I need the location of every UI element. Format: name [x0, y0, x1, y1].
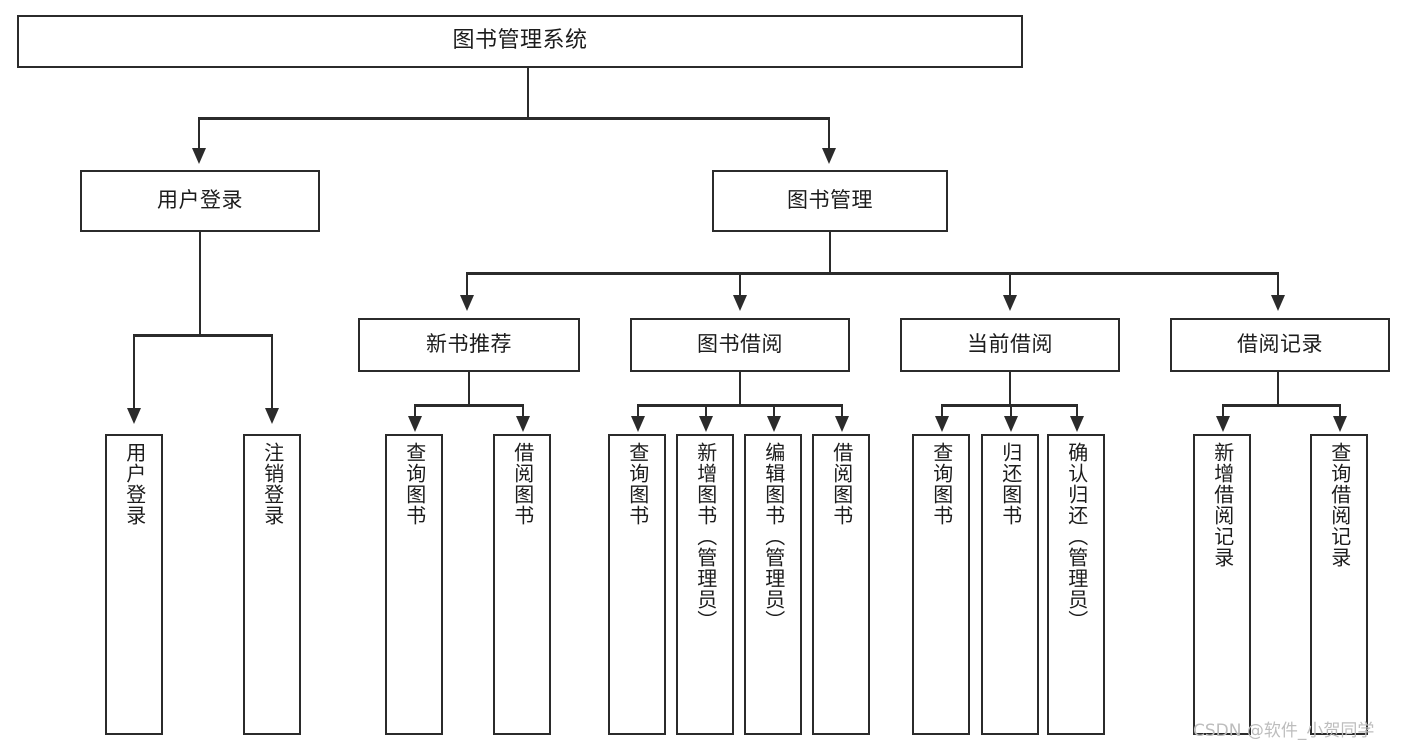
arrow-user-login-to-leaf-1: [127, 408, 141, 424]
arrow-user-login-to-leaf-2: [265, 408, 279, 424]
edge-book-mgmt-to-child-1: [466, 272, 468, 296]
node-book-borrow[interactable]: 图书借阅: [630, 318, 850, 372]
leaf-new-book-borrow-book[interactable]: 借阅图书: [493, 434, 551, 735]
edge-new-book-stem: [468, 372, 470, 406]
node-current-borrow[interactable]: 当前借阅: [900, 318, 1120, 372]
leaf-book-borrow-edit-book-admin[interactable]: 编辑图书（管理员）: [744, 434, 802, 735]
edge-user-login-to-leaf-1: [133, 334, 135, 409]
edge-root-to-book-mgmt: [828, 117, 830, 149]
edge-new-book-to-leaf-2: [522, 404, 524, 417]
arrow-book-mgmt-to-child-1: [460, 295, 474, 311]
arrow-new-book-to-leaf-1: [408, 416, 422, 432]
leaf-current-borrow-return-book[interactable]: 归还图书: [981, 434, 1039, 735]
leaf-logout[interactable]: 注销登录: [243, 434, 301, 735]
arrow-book-borrow-to-leaf-2: [699, 416, 713, 432]
edge-book-mgmt-to-child-3: [1009, 272, 1011, 296]
edge-book-mgmt-to-child-4: [1277, 272, 1279, 296]
arrow-current-borrow-to-leaf-2: [1004, 416, 1018, 432]
node-user-login[interactable]: 用户登录: [80, 170, 320, 232]
edge-book-borrow-to-leaf-4: [841, 404, 843, 417]
arrow-root-to-book-mgmt: [822, 148, 836, 164]
edge-user-login-to-leaf-2: [271, 334, 273, 409]
edge-book-borrow-to-leaf-2: [705, 404, 707, 417]
edge-borrow-record-to-leaf-1: [1222, 404, 1224, 417]
edge-book-mgmt-to-child-2: [739, 272, 741, 296]
node-root-system[interactable]: 图书管理系统: [17, 15, 1023, 68]
leaf-new-book-query-book[interactable]: 查询图书: [385, 434, 443, 735]
leaf-borrow-record-query-record[interactable]: 查询借阅记录: [1310, 434, 1368, 735]
edge-book-borrow-to-leaf-1: [637, 404, 639, 417]
arrow-borrow-record-to-leaf-1: [1216, 416, 1230, 432]
edge-current-borrow-bar: [941, 404, 1078, 407]
edge-book-borrow-to-leaf-3: [773, 404, 775, 417]
arrow-book-borrow-to-leaf-3: [767, 416, 781, 432]
leaf-user-login[interactable]: 用户登录: [105, 434, 163, 735]
leaf-book-borrow-borrow-book[interactable]: 借阅图书: [812, 434, 870, 735]
edge-book-borrow-bar: [637, 404, 843, 407]
arrow-new-book-to-leaf-2: [516, 416, 530, 432]
arrow-book-borrow-to-leaf-1: [631, 416, 645, 432]
edge-current-borrow-to-leaf-2: [1010, 404, 1012, 417]
leaf-book-borrow-query-book[interactable]: 查询图书: [608, 434, 666, 735]
edge-borrow-record-to-leaf-2: [1339, 404, 1341, 417]
edge-root-stem: [527, 68, 529, 118]
leaf-current-borrow-query-book[interactable]: 查询图书: [912, 434, 970, 735]
edge-current-borrow-stem: [1009, 372, 1011, 406]
edge-book-borrow-stem: [739, 372, 741, 406]
leaf-current-borrow-confirm-return-admin[interactable]: 确认归还（管理员）: [1047, 434, 1105, 735]
arrow-current-borrow-to-leaf-1: [935, 416, 949, 432]
leaf-borrow-record-add-record[interactable]: 新增借阅记录: [1193, 434, 1251, 735]
edge-current-borrow-to-leaf-3: [1076, 404, 1078, 417]
edge-user-login-stem: [199, 232, 201, 336]
arrow-borrow-record-to-leaf-2: [1333, 416, 1347, 432]
node-new-book-recommend[interactable]: 新书推荐: [358, 318, 580, 372]
arrow-book-mgmt-to-child-3: [1003, 295, 1017, 311]
leaf-book-borrow-add-book-admin[interactable]: 新增图书（管理员）: [676, 434, 734, 735]
edge-borrow-record-stem: [1277, 372, 1279, 406]
arrow-current-borrow-to-leaf-3: [1070, 416, 1084, 432]
edge-user-login-bar: [133, 334, 272, 337]
arrow-book-mgmt-to-child-4: [1271, 295, 1285, 311]
edge-borrow-record-bar: [1222, 404, 1341, 407]
node-book-management[interactable]: 图书管理: [712, 170, 948, 232]
arrow-root-to-user-login: [192, 148, 206, 164]
csdn-watermark: CSDN @软件_小贺同学: [1193, 721, 1375, 741]
arrow-book-mgmt-to-child-2: [733, 295, 747, 311]
edge-root-bar: [198, 117, 830, 120]
arrow-book-borrow-to-leaf-4: [835, 416, 849, 432]
edge-book-mgmt-stem: [829, 232, 831, 274]
edge-new-book-to-leaf-1: [414, 404, 416, 417]
edge-current-borrow-to-leaf-1: [941, 404, 943, 417]
edge-book-mgmt-bar: [466, 272, 1278, 275]
node-borrow-record[interactable]: 借阅记录: [1170, 318, 1390, 372]
edge-root-to-user-login: [198, 117, 200, 149]
edge-new-book-bar: [414, 404, 524, 407]
